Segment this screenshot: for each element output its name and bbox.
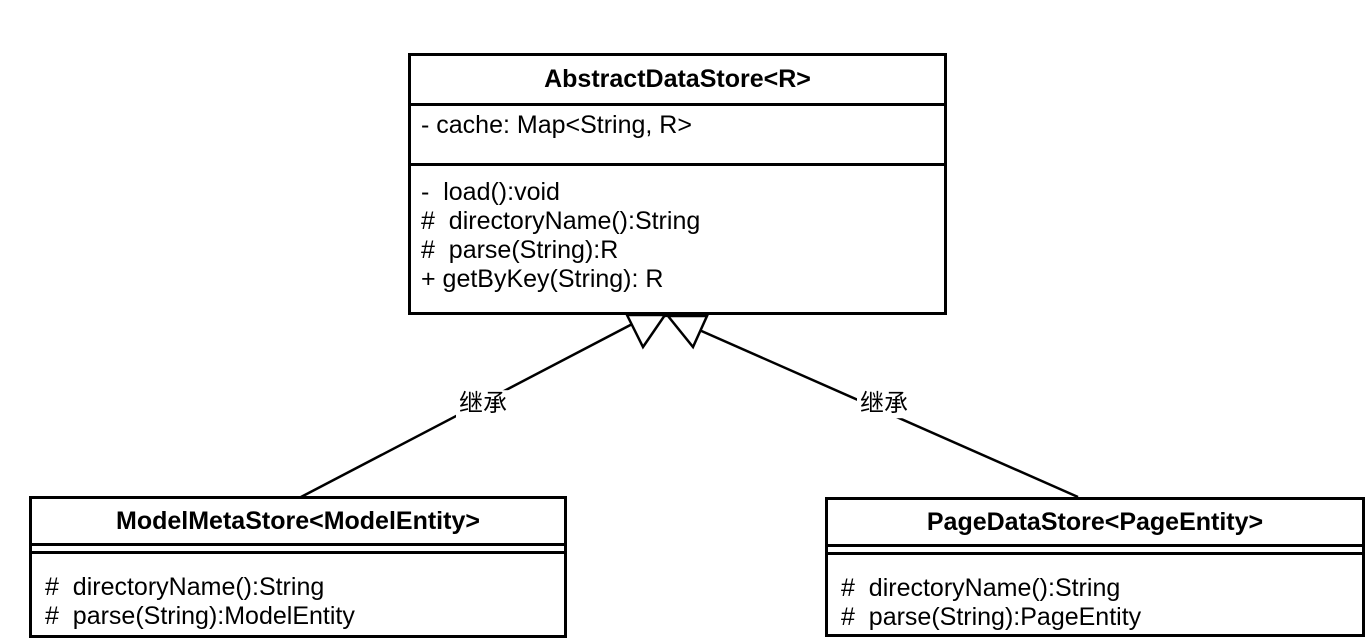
inheritance-label-right: 继承 <box>857 390 911 418</box>
class-title: AbstractDataStore<R> <box>411 56 944 106</box>
inheritance-label-left: 继承 <box>456 390 510 418</box>
class-box-page-data-store: PageDataStore<PageEntity> # directoryNam… <box>825 497 1365 637</box>
class-method: # directoryName():String <box>421 207 701 235</box>
inheritance-arrowhead-left-icon <box>624 313 668 350</box>
class-box-model-meta-store: ModelMetaStore<ModelEntity> # directoryN… <box>29 496 567 638</box>
class-methods-compartment: # directoryName():String # parse(String)… <box>32 554 564 631</box>
class-method: # parse(String):PageEntity <box>841 603 1142 631</box>
class-method: # parse(String):ModelEntity <box>45 602 355 630</box>
class-title: PageDataStore<PageEntity> <box>828 500 1362 547</box>
class-methods-compartment: # directoryName():String # parse(String)… <box>828 555 1362 632</box>
class-method: # directoryName():String <box>45 573 325 601</box>
class-method: - load():void <box>421 178 560 206</box>
class-title: ModelMetaStore<ModelEntity> <box>32 499 564 546</box>
class-attributes-compartment: - cache: Map<String, R> <box>411 106 944 166</box>
inheritance-arrowhead-right-icon <box>665 314 709 350</box>
class-method: # directoryName():String <box>841 574 1121 602</box>
class-attributes-compartment <box>828 547 1362 555</box>
class-method: # parse(String):R <box>421 236 619 264</box>
class-attributes-compartment <box>32 546 564 554</box>
class-attribute: - cache: Map<String, R> <box>421 111 692 139</box>
class-method: + getByKey(String): R <box>421 265 664 293</box>
class-box-abstract-data-store: AbstractDataStore<R> - cache: Map<String… <box>408 53 947 315</box>
class-methods-compartment: - load():void # directoryName():String #… <box>411 166 944 294</box>
